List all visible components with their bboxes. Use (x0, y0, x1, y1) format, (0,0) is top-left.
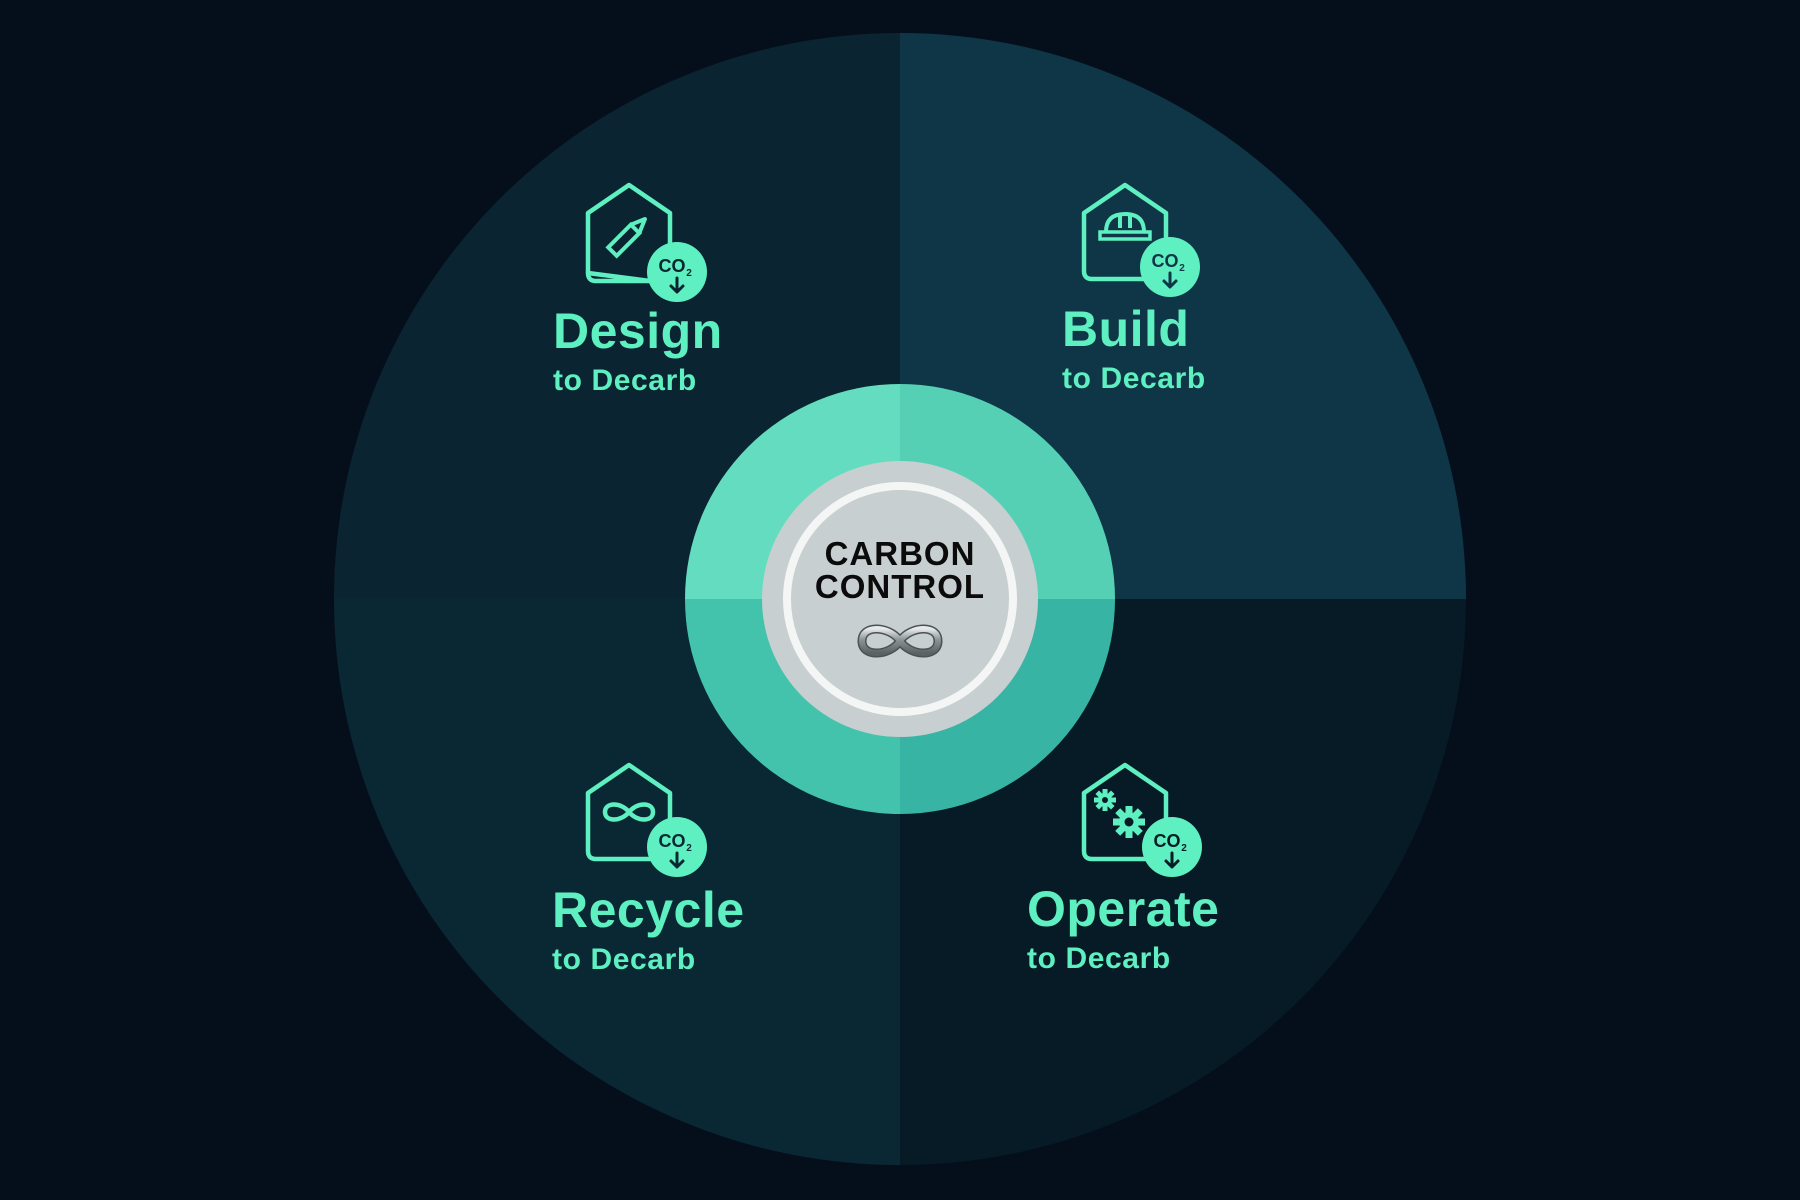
svg-text:CO: CO (659, 256, 686, 276)
quadrant-recycle: Recycle to Decarb (552, 885, 745, 975)
quadrant-title: Operate (1027, 881, 1220, 937)
center-title-line1: CARBON (824, 535, 976, 572)
quadrant-subtitle: to Decarb (552, 943, 696, 976)
core-disc (762, 461, 1038, 737)
quadrant-design: Design to Decarb (553, 306, 723, 396)
quadrant-build: Build to Decarb (1062, 304, 1206, 394)
core-ring (783, 482, 1017, 716)
house-pencil-co2-icon: CO 2 (585, 182, 707, 302)
quadrant-subtitle: to Decarb (553, 364, 697, 397)
svg-text:2: 2 (686, 268, 692, 279)
quadrant-operate: Operate to Decarb (1027, 884, 1219, 974)
svg-text:2: 2 (1179, 263, 1185, 274)
quadrant-title: Build (1062, 301, 1190, 357)
quadrant-subtitle: to Decarb (1027, 942, 1171, 975)
svg-text:CO: CO (1152, 251, 1179, 271)
svg-text:2: 2 (686, 843, 692, 854)
center-title: CARBON CONTROL (780, 537, 1020, 603)
svg-text:CO: CO (1154, 831, 1181, 851)
house-hardhat-co2-icon: CO 2 (1081, 182, 1200, 297)
infinity-icon (857, 624, 943, 658)
center-title-line2: CONTROL (814, 568, 986, 605)
quadrant-title: Recycle (552, 882, 745, 938)
svg-text:2: 2 (1181, 843, 1187, 854)
house-infinity-co2-icon: CO 2 (585, 762, 707, 877)
house-gears-co2-icon: CO 2 (1081, 762, 1202, 877)
svg-text:CO: CO (659, 831, 686, 851)
quadrant-title: Design (553, 303, 723, 359)
quadrant-subtitle: to Decarb (1062, 362, 1206, 395)
